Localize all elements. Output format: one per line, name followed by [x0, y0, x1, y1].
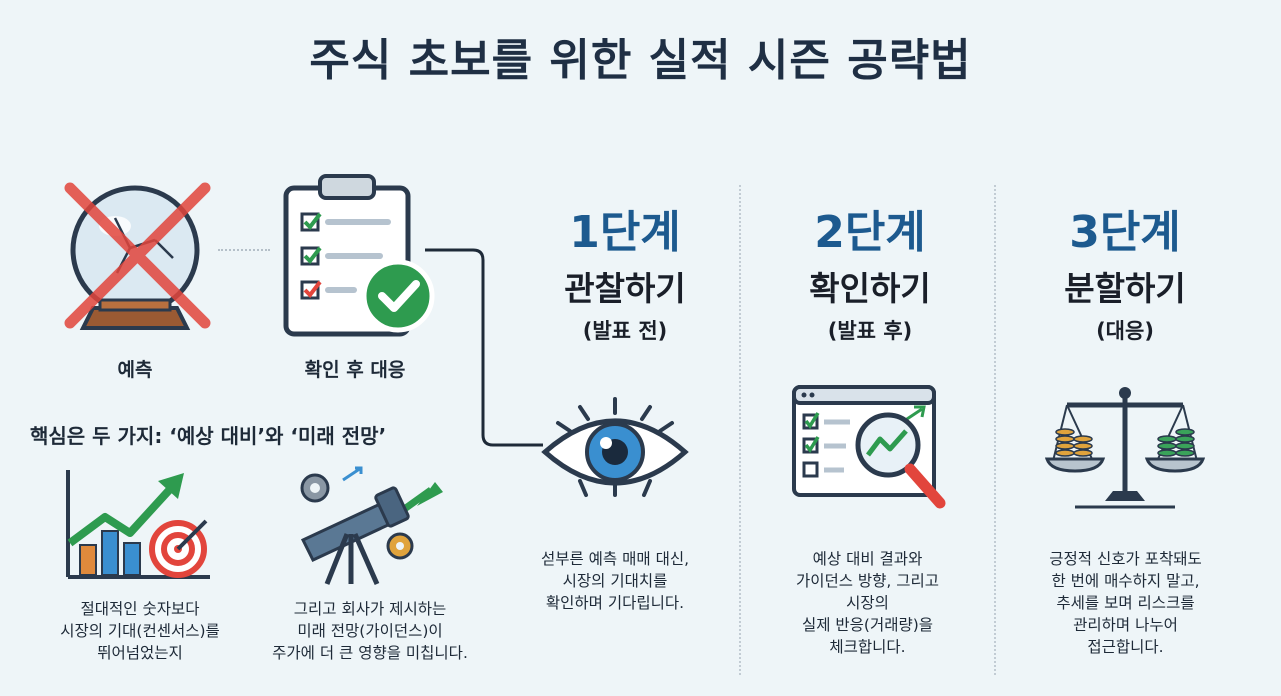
- stage3-desc: 긍정적 신호가 포착돼도 한 번에 매수하지 말고, 추세를 보며 리스크를 관…: [1049, 550, 1202, 656]
- stage3-name: 분할하기: [1064, 269, 1186, 308]
- stage1-name: 관찰하기: [564, 269, 686, 308]
- confirm-label: 확인 후 대응: [304, 359, 406, 381]
- point-guidance: 그리고 회사가 제시하는 미래 전망(가이던스)이 주가에 더 큰 영향을 미칩…: [272, 600, 468, 662]
- dotted-connector: [218, 249, 270, 251]
- stage2-number: 2단계: [814, 207, 926, 258]
- stage2-sub: (발표 후): [827, 319, 913, 343]
- prediction-label: 예측: [117, 359, 153, 381]
- flow-connector: [425, 245, 550, 450]
- stage1-desc: 섣부른 예측 매매 대신, 시장의 기대치를 확인하며 기다립니다.: [540, 550, 690, 612]
- divider-1: [739, 185, 741, 675]
- chart-magnifier-icon: [790, 383, 950, 513]
- page-title: 주식 초보를 위한 실적 시즌 공략법: [309, 35, 972, 86]
- growth-chart-icon: [60, 465, 220, 590]
- stage2-desc: 예상 대비 결과와 가이던스 방향, 그리고 시장의 실제 반응(거래량)을 체…: [795, 550, 940, 656]
- checklist-icon: [280, 172, 440, 340]
- stage3-number: 3단계: [1069, 207, 1181, 258]
- stage3-sub: (대응): [1096, 319, 1154, 343]
- balance-scale-icon: [1044, 383, 1206, 513]
- telescope-icon: [285, 462, 455, 592]
- divider-2: [994, 185, 996, 675]
- eye-icon: [540, 395, 690, 505]
- crystal-ball-icon: [55, 178, 215, 343]
- key-heading: 핵심은 두 가지: ‘예상 대비’와 ‘미래 전망’: [30, 424, 387, 448]
- stage1-sub: (발표 전): [582, 319, 668, 343]
- stage2-name: 확인하기: [809, 269, 931, 308]
- point-consensus: 절대적인 숫자보다 시장의 기대(컨센서스)를 뛰어넘었는지: [60, 600, 220, 662]
- stage1-number: 1단계: [569, 207, 681, 258]
